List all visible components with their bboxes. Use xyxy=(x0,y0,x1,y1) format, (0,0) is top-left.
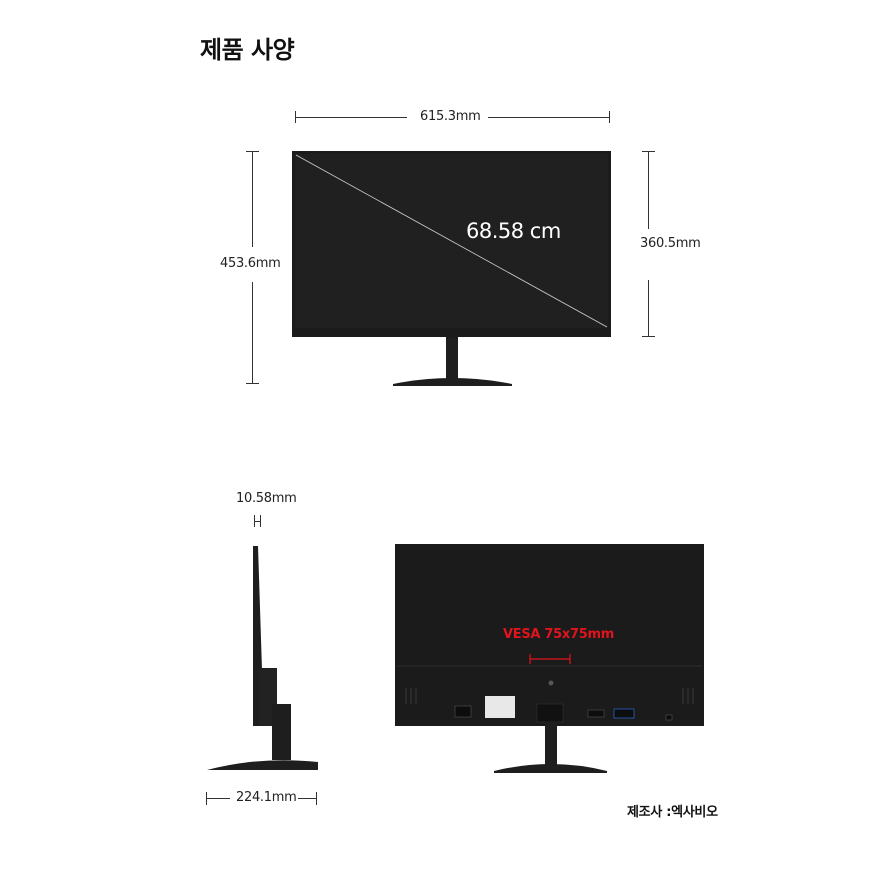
depth-line-right xyxy=(298,798,316,799)
rear-vents-right xyxy=(682,688,694,704)
depth-label: 224.1mm xyxy=(236,790,297,805)
audio-port xyxy=(665,714,673,721)
width-line-right xyxy=(488,117,609,118)
side-stand-neck xyxy=(272,704,291,760)
screen-height-line-top xyxy=(648,151,649,229)
width-tick-right xyxy=(609,111,610,123)
total-height-line-bottom xyxy=(252,282,253,383)
rear-stand-mount xyxy=(536,703,564,723)
thickness-tick-right xyxy=(260,515,261,527)
manufacturer-label: 제조사 :엑사비오 xyxy=(627,805,718,820)
hdmi-port xyxy=(587,709,605,718)
page-title: 제품 사양 xyxy=(200,36,295,64)
width-line-left xyxy=(295,117,407,118)
rear-label-sticker xyxy=(485,696,515,718)
depth-tick-right xyxy=(316,792,317,805)
screen-height-tick-bottom xyxy=(642,336,655,337)
diagonal-label: 68.58 cm xyxy=(466,219,561,243)
total-height-line-top xyxy=(252,151,253,247)
front-stand-neck xyxy=(446,337,458,379)
side-stand-base xyxy=(207,760,318,770)
total-height-tick-bottom xyxy=(246,383,259,384)
vga-port xyxy=(613,708,635,719)
screen-height-line-bottom xyxy=(648,280,649,336)
diagonal-line xyxy=(295,154,608,328)
width-label: 615.3mm xyxy=(420,109,481,124)
rear-button xyxy=(548,680,554,686)
rear-vents-left xyxy=(405,688,417,704)
vesa-label: VESA 75x75mm xyxy=(503,627,614,642)
thickness-line xyxy=(254,521,260,522)
rear-monitor xyxy=(395,544,704,773)
rear-stand-base xyxy=(494,764,607,773)
front-monitor xyxy=(292,151,611,386)
screen-height-label: 360.5mm xyxy=(640,236,701,251)
rear-stand-neck xyxy=(545,722,557,768)
depth-line-left xyxy=(206,798,230,799)
thickness-label: 10.58mm xyxy=(236,491,297,506)
side-monitor xyxy=(207,546,318,770)
rear-panel xyxy=(395,544,704,726)
front-stand-base xyxy=(393,378,512,386)
power-port xyxy=(454,705,472,718)
total-height-label: 453.6mm xyxy=(220,256,281,271)
